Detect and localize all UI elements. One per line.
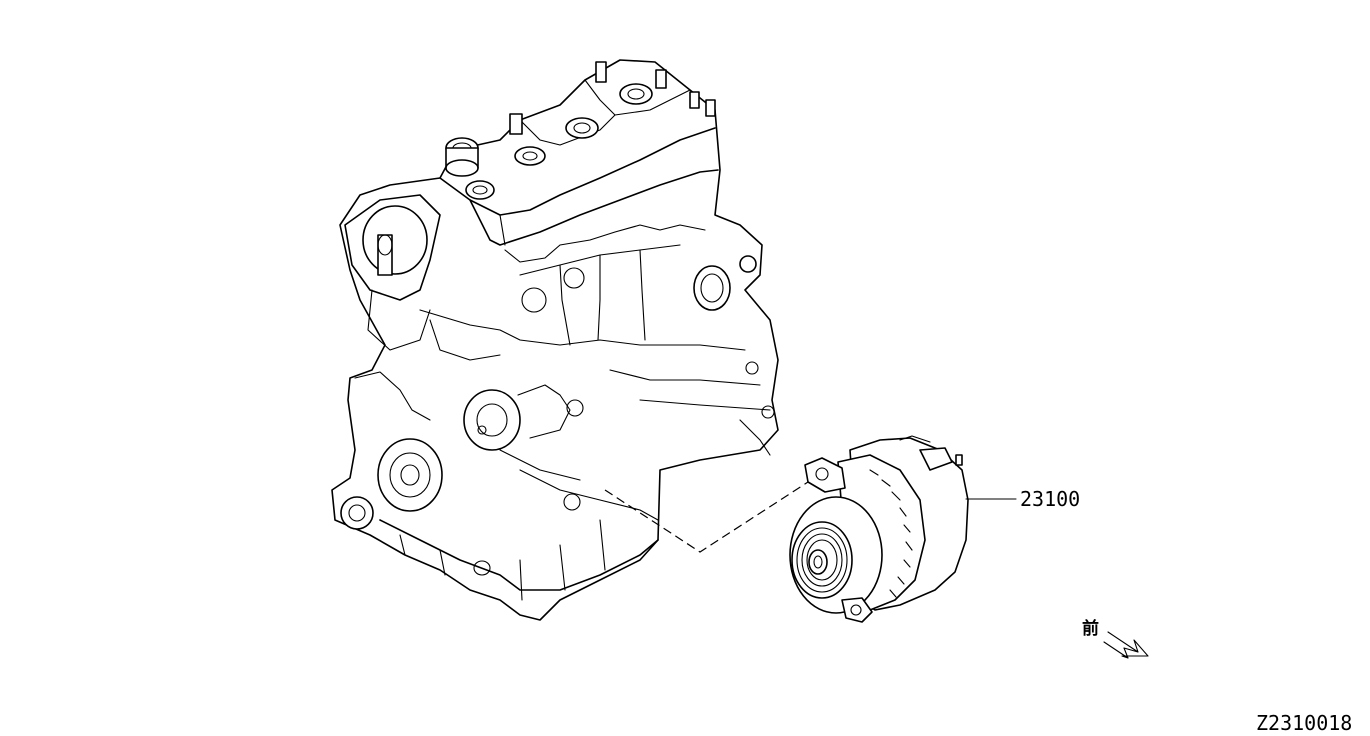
- crankshaft-pulley: [340, 438, 443, 530]
- front-direction-indicator: 前: [1082, 618, 1149, 659]
- part-number-label: 23100: [1020, 487, 1080, 511]
- engine-assembly: [331, 59, 779, 621]
- part-number-callout: 23100: [965, 487, 1080, 511]
- alternator: [789, 435, 969, 623]
- timing-cover: [344, 194, 441, 351]
- mounting-leader-line: [604, 481, 809, 553]
- front-label: 前: [1082, 618, 1099, 639]
- water-pump-pulley: [463, 384, 584, 451]
- spark-plug-bosses: [445, 61, 716, 200]
- arrow-icon: [1103, 631, 1149, 659]
- figure-code: Z2310018: [1256, 711, 1352, 735]
